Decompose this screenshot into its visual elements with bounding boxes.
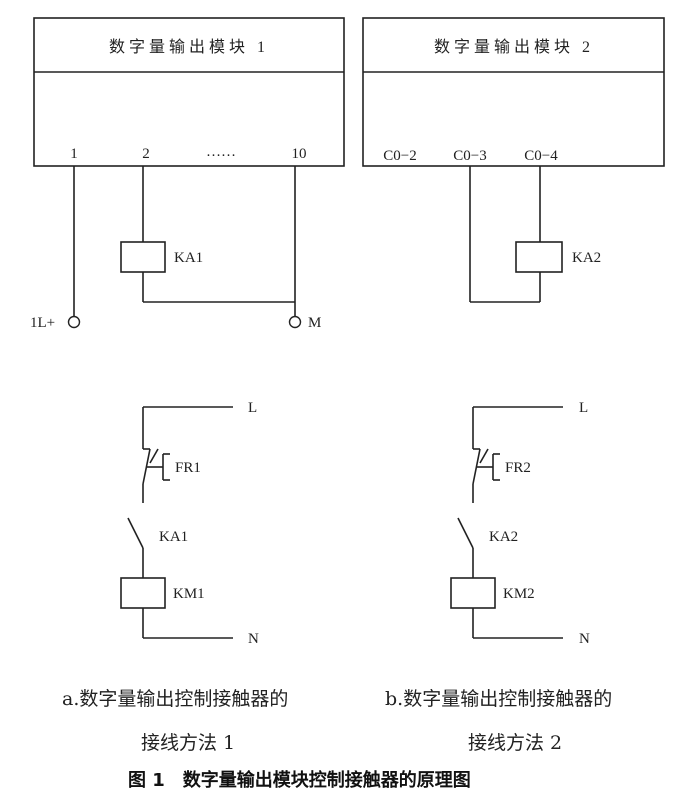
terminal-m — [288, 315, 302, 329]
module-2-pin-c0-2: C0−2 — [383, 148, 416, 164]
circuit-b-neutral-label: N — [579, 631, 590, 647]
module-2: 数字量输出模块 2 C0−2 C0−3 C0−4 KA2 — [362, 17, 665, 303]
terminal-1L-plus — [67, 315, 81, 329]
circuit-a: L FR1 KA1 KM1 N — [120, 400, 259, 647]
ka1-contact-label: KA1 — [159, 529, 188, 545]
coil-km2-label: KM2 — [503, 586, 535, 602]
circuit-a-line-label: L — [248, 400, 257, 416]
module-1-box — [33, 17, 345, 167]
coil-ka2-label: KA2 — [572, 250, 601, 266]
ka2-contact-label: KA2 — [489, 529, 518, 545]
module-2-pin-c0-4: C0−4 — [524, 148, 558, 164]
caption-a-line2: 接线方法 1 — [141, 732, 236, 754]
module-1-title: 数字量输出模块 1 — [109, 38, 269, 56]
module-1-pin-10: 10 — [292, 146, 307, 162]
figure-title: 图 1 数字量输出模块控制接触器的原理图 — [128, 770, 471, 791]
module-1-pin-2: 2 — [142, 146, 150, 162]
module-1-pin-ellipsis: …… — [206, 144, 236, 160]
coil-km2 — [450, 577, 496, 609]
coil-ka1 — [120, 241, 166, 273]
coil-ka2 — [515, 241, 563, 273]
module-1: 数字量输出模块 1 1 2 …… 10 KA1 1L+ M — [30, 17, 345, 331]
coil-km1 — [120, 577, 166, 609]
fr2-label: FR2 — [505, 460, 531, 476]
circuit-a-neutral-label: N — [248, 631, 259, 647]
ka1-contact — [127, 517, 144, 549]
module-2-box — [362, 17, 665, 167]
coil-km1-label: KM1 — [173, 586, 205, 602]
caption-a-line1: a.数字量输出控制接触器的 — [62, 688, 289, 710]
circuit-b: L FR2 KA2 KM2 N — [450, 400, 590, 647]
terminal-1L-plus-label: 1L+ — [30, 315, 55, 331]
module-1-pin-1: 1 — [70, 146, 78, 162]
fr2-overload-contact — [472, 448, 500, 485]
caption-b-line1: b.数字量输出控制接触器的 — [385, 688, 613, 710]
fr1-label: FR1 — [175, 460, 201, 476]
circuit-b-line-label: L — [579, 400, 588, 416]
caption-b-line2: 接线方法 2 — [468, 732, 563, 754]
fr1-overload-contact — [142, 448, 170, 485]
coil-ka1-label: KA1 — [174, 250, 203, 266]
ka2-contact — [457, 517, 474, 549]
terminal-m-label: M — [308, 315, 321, 331]
module-2-pin-c0-3: C0−3 — [453, 148, 486, 164]
module-2-title: 数字量输出模块 2 — [434, 38, 594, 56]
